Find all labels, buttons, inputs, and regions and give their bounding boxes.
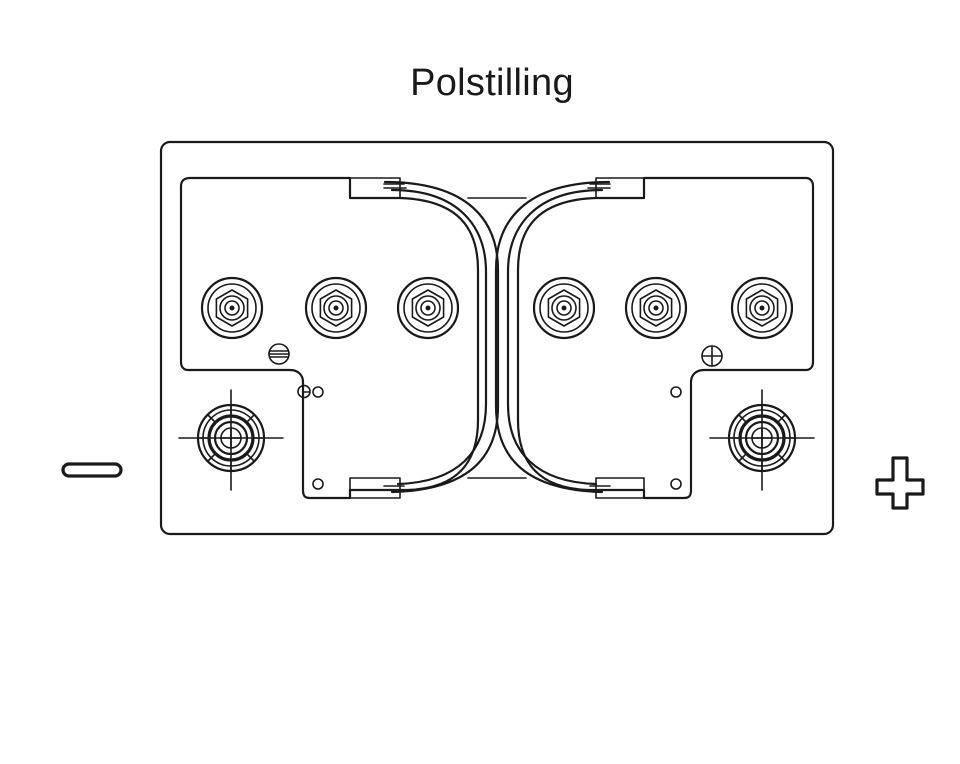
- vent-cap: [730, 276, 794, 340]
- negative-terminal-post: [178, 389, 284, 491]
- battery-outline: [159, 140, 835, 536]
- rivet-tabs: [297, 384, 682, 490]
- positive-terminal-post: [709, 389, 815, 491]
- left-cover-panel: [179, 176, 480, 500]
- plus-polarity-mark: [701, 345, 723, 367]
- vent-cap: [624, 276, 688, 340]
- carry-handle: [383, 180, 611, 494]
- plus-icon: [875, 456, 925, 510]
- vent-cap: [396, 276, 460, 340]
- vent-cap: [532, 276, 596, 340]
- minus-icon: [61, 462, 123, 478]
- right-cover-panel: [516, 176, 815, 500]
- top-hinge-tabs: [349, 177, 645, 499]
- minus-polarity-mark: [268, 343, 290, 365]
- vent-cap: [304, 276, 368, 340]
- diagram-title: Polstilling: [410, 62, 574, 104]
- vent-cap: [200, 276, 264, 340]
